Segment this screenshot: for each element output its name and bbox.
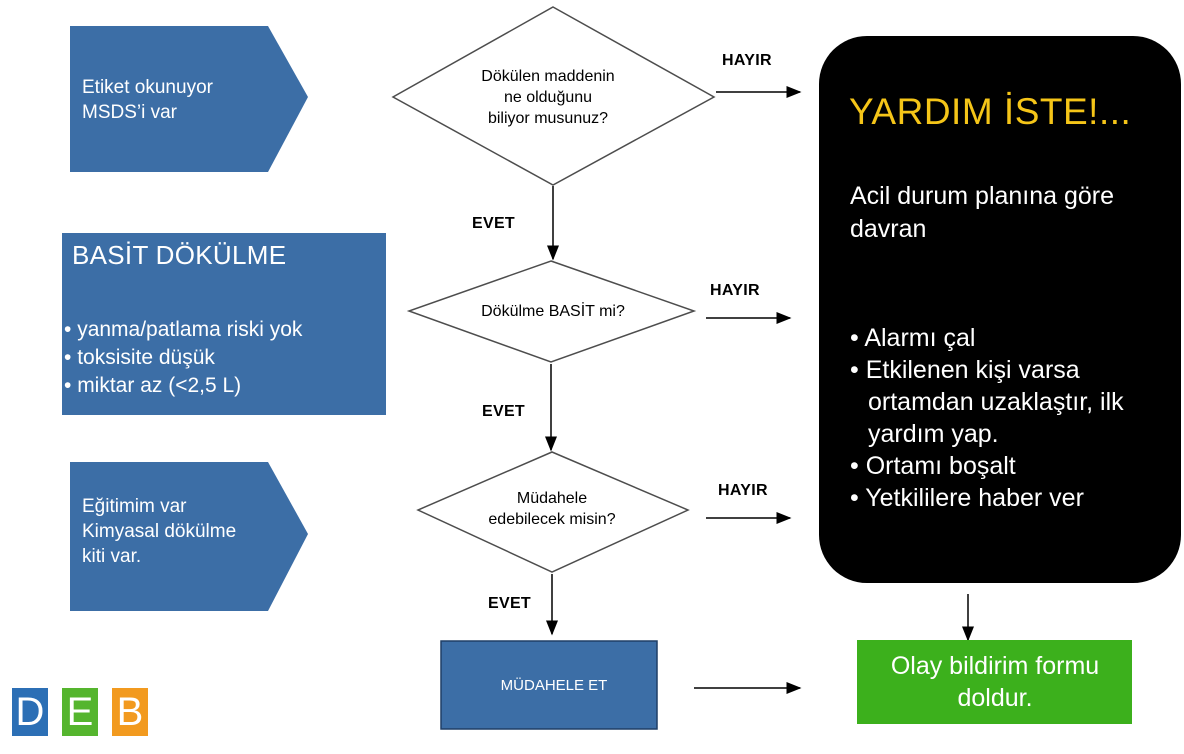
info-line: Eğitimim var	[82, 496, 187, 517]
decision-line: Müdahele	[516, 490, 588, 507]
yes-label: EVET	[488, 595, 531, 612]
decision-1-text: Dökülen maddenin ne olduğunu biliyor mus…	[432, 66, 664, 129]
action-box	[440, 640, 658, 730]
action-text: MÜDAHELE ET	[500, 677, 608, 694]
list-item: miktar az (<2,5 L)	[64, 372, 302, 400]
decision-line: biliyor musunuz?	[487, 110, 609, 127]
no-label: HAYIR	[718, 482, 768, 499]
yes-label: EVET	[482, 403, 525, 420]
list-item: toksisite düşük	[64, 344, 302, 372]
info-box-3-text: Eğitimim var Kimyasal dökülme kiti var.	[82, 494, 282, 569]
list-item: Yetkililere haber ver	[850, 482, 1170, 514]
decision-3-text: Müdahele edebilecek misin?	[452, 488, 652, 530]
list-item: Ortamı boşalt	[850, 450, 1170, 482]
yes-label: EVET	[472, 215, 515, 232]
info-box-training	[70, 462, 308, 611]
report-text: Olay bildirim formu doldur.	[890, 652, 1100, 712]
help-steps: Alarmı çal Etkilenen kişi varsa ortamdan…	[850, 322, 1170, 514]
help-title: YARDIM İSTE!...	[849, 91, 1132, 132]
decision-line: Dökülen maddenin	[481, 68, 615, 85]
list-item: yanma/patlama riski yok	[64, 316, 302, 344]
help-subtitle: Acil durum planına göre davran	[850, 182, 1115, 243]
info-line: MSDS’i var	[82, 102, 178, 123]
decision-diamond-3	[416, 451, 690, 573]
decision-line: ne olduğunu	[503, 89, 593, 106]
info-box-label-reading	[70, 26, 308, 172]
simple-spill-list: yanma/patlama riski yok toksisite düşük …	[64, 316, 302, 400]
decision-line: edebilecek misin?	[488, 511, 616, 528]
info-line: kiti var.	[82, 546, 142, 567]
no-label: HAYIR	[722, 52, 772, 69]
no-label: HAYIR	[710, 282, 760, 299]
decision-diamond-2	[406, 260, 697, 363]
logo-letter-e: E	[62, 688, 98, 736]
logo-letter-d: D	[12, 688, 48, 736]
simple-spill-title: BASİT DÖKÜLME	[72, 240, 287, 270]
info-line: Kimyasal dökülme	[82, 521, 237, 542]
list-item: Etkilenen kişi varsa ortamdan uzaklaştır…	[850, 354, 1170, 450]
list-item: Alarmı çal	[850, 322, 1170, 354]
report-box	[857, 640, 1132, 724]
info-line: Etiket okunuyor	[82, 77, 213, 98]
info-box-1-text: Etiket okunuyor MSDS’i var	[82, 75, 272, 125]
decision-diamond-1	[391, 6, 716, 186]
decision-2-text: Dökülme BASİT mi?	[481, 303, 625, 320]
logo-letter-b: B	[112, 688, 148, 736]
